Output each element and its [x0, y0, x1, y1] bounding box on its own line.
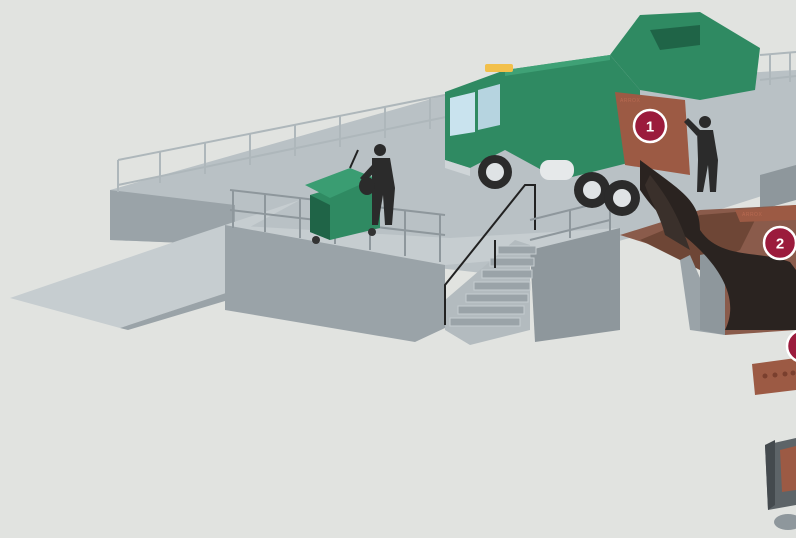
- brand-mark: ARROX: [742, 212, 762, 218]
- step-marker-label: 2: [776, 236, 784, 253]
- lower-platform: [225, 225, 620, 342]
- step-marker-label: 1: [646, 119, 654, 136]
- processing-machine: [765, 438, 796, 530]
- brand-mark: ARROX: [620, 98, 640, 104]
- step-marker-3[interactable]: [787, 330, 796, 362]
- step-marker-2[interactable]: 2: [764, 227, 796, 259]
- step-marker-1[interactable]: 1: [634, 110, 666, 142]
